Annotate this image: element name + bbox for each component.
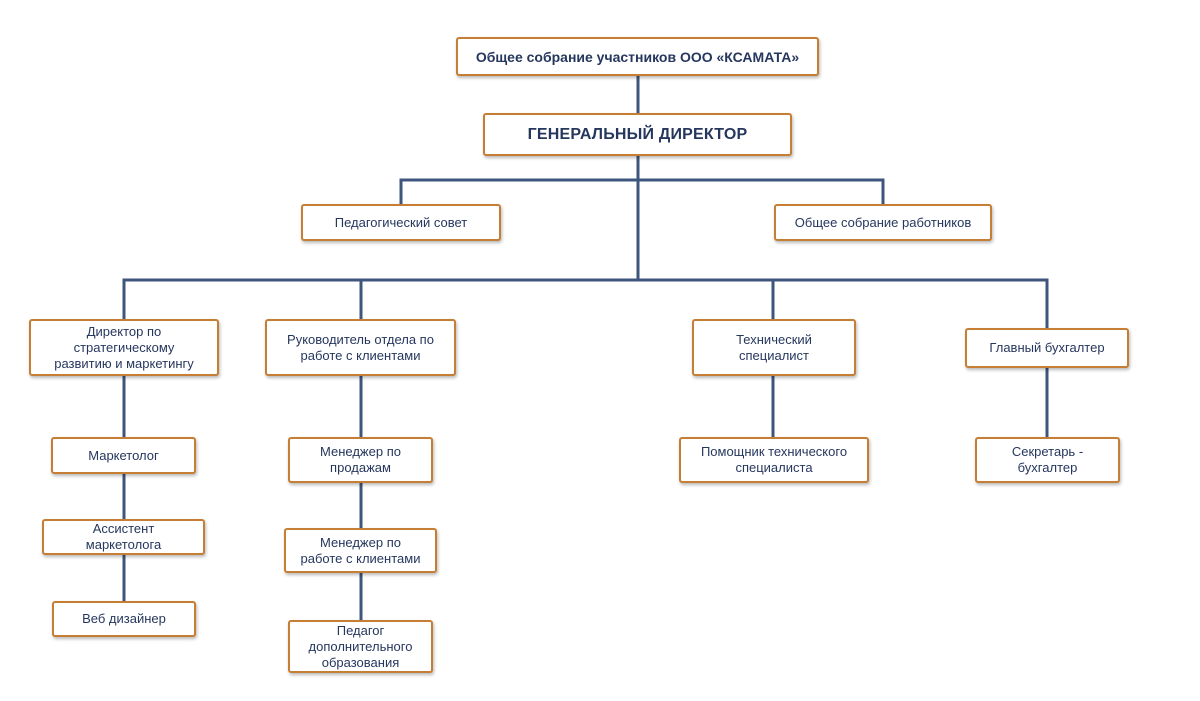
node-label-line: Технический [736,331,812,347]
node-client-manager: Менеджер по работе с клиентами [284,528,437,573]
node-chief-accountant: Главный бухгалтер [965,328,1129,368]
node-pedagogical-council: Педагогический совет [301,204,501,241]
node-label-line: образования [321,654,400,670]
node-label-line: Педагог [336,622,385,638]
node-workers-assembly: Общее собрание работников [774,204,992,241]
node-label: Главный бухгалтер [989,340,1105,355]
node-sales-manager: Менеджер по продажам [288,437,433,483]
node-label: Общее собрание участников ООО «КСАМАТА» [475,48,800,65]
node-label-line: стратегическому [73,339,175,355]
node-label-line: специалист [738,347,809,363]
node-technical-specialist: Технический специалист [692,319,856,376]
node-secretary-accountant: Секретарь - бухгалтер [975,437,1120,483]
node-technical-assistant: Помощник технического специалиста [679,437,869,483]
node-label-line: маркетолога [85,537,162,552]
node-label: Педагогический совет [334,214,468,230]
node-label: Веб дизайнер [82,611,166,626]
node-strategy-director: Директор по стратегическому развитию и м… [29,319,219,376]
node-label-line: Ассистент [92,521,155,536]
node-label-line: работе с клиентами [300,347,421,363]
node-label-line: продажам [330,460,391,475]
node-label-line: Директор по [86,323,162,339]
node-label-line: работе с клиентами [300,550,421,566]
node-label-line: Менеджер по [320,534,401,550]
node-additional-education-teacher: Педагог дополнительного образования [288,620,433,673]
node-label-line: бухгалтер [1017,460,1078,475]
node-client-department-head: Руководитель отдела по работе с клиентам… [265,319,456,376]
node-web-designer: Веб дизайнер [52,601,196,637]
node-label-line: дополнительного [308,638,413,654]
node-marketing-assistant: Ассистент маркетолога [42,519,205,555]
node-label-line: специалиста [735,460,813,475]
node-label-line: Менеджер по [320,444,401,459]
node-marketer: Маркетолог [51,437,196,474]
node-general-director: ГЕНЕРАЛЬНЫЙ ДИРЕКТОР [483,113,792,156]
node-label: Маркетолог [88,447,159,463]
node-label-line: Секретарь - [1011,444,1084,459]
node-participants-assembly: Общее собрание участников ООО «КСАМАТА» [456,37,819,76]
node-label-line: Руководитель отдела по [287,331,434,347]
node-label: ГЕНЕРАЛЬНЫЙ ДИРЕКТОР [527,125,748,143]
node-label: Общее собрание работников [794,214,972,230]
node-label-line: развитию и маркетингу [54,355,194,371]
node-label-line: Помощник технического [700,444,848,459]
